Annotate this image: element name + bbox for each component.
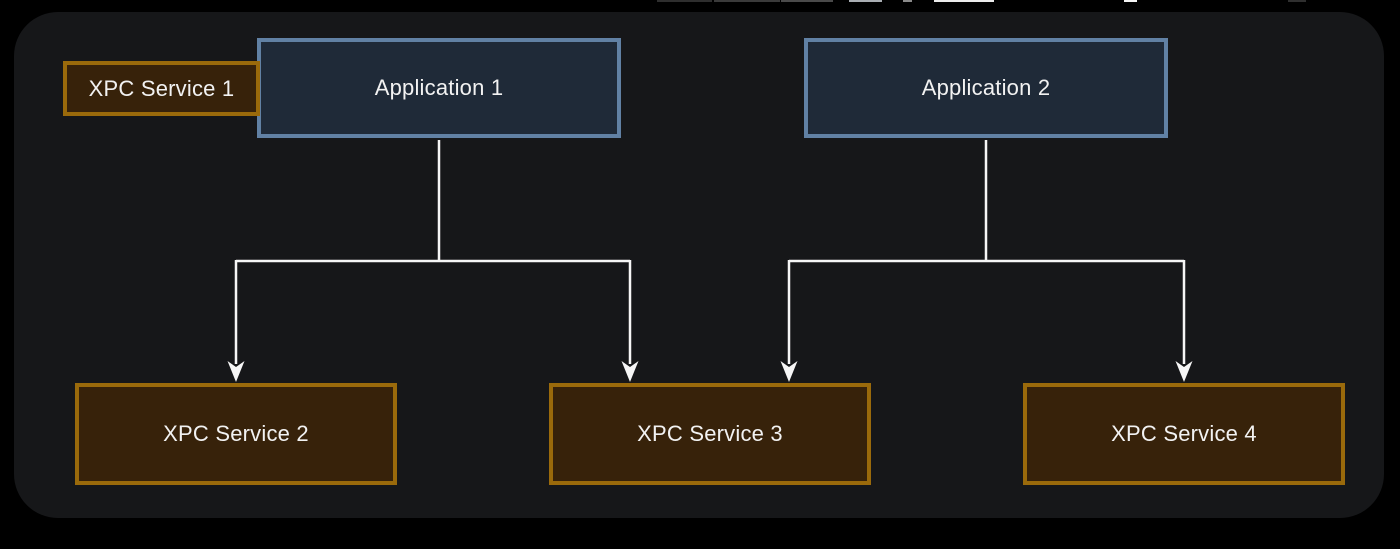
node-xpc-service-3-label: XPC Service 3 [637,421,783,446]
node-xpc-service-3: XPC Service 3 [549,383,871,485]
crop-artifact-dash [657,0,712,2]
node-xpc-service-2-label: XPC Service 2 [163,421,309,446]
crop-artifact-dash [934,0,994,2]
crop-artifact-dash [781,0,833,2]
node-application-2-label: Application 2 [921,75,1051,100]
node-application-1: Application 1 [257,38,621,138]
arrowhead-app2-xpc3 [780,361,798,382]
node-xpc-service-4: XPC Service 4 [1023,383,1345,485]
crop-artifact-dash [1124,0,1137,2]
node-application-2: Application 2 [804,38,1168,138]
crop-artifact-dash [714,0,780,2]
node-xpc-service-2: XPC Service 2 [75,383,397,485]
node-application-1-label: Application 1 [374,75,504,100]
arrowhead-app1-xpc2 [227,361,245,382]
crop-artifact-dash [1288,0,1306,2]
crop-artifact-dash [849,0,882,2]
crop-artifact-dash [903,0,912,2]
arrowhead-app2-xpc4 [1175,361,1193,382]
arrowhead-app1-xpc3 [621,361,639,382]
node-xpc-service-1: XPC Service 1 [63,61,260,116]
node-xpc-service-4-label: XPC Service 4 [1111,421,1257,446]
node-xpc-service-1-label: XPC Service 1 [88,75,235,101]
